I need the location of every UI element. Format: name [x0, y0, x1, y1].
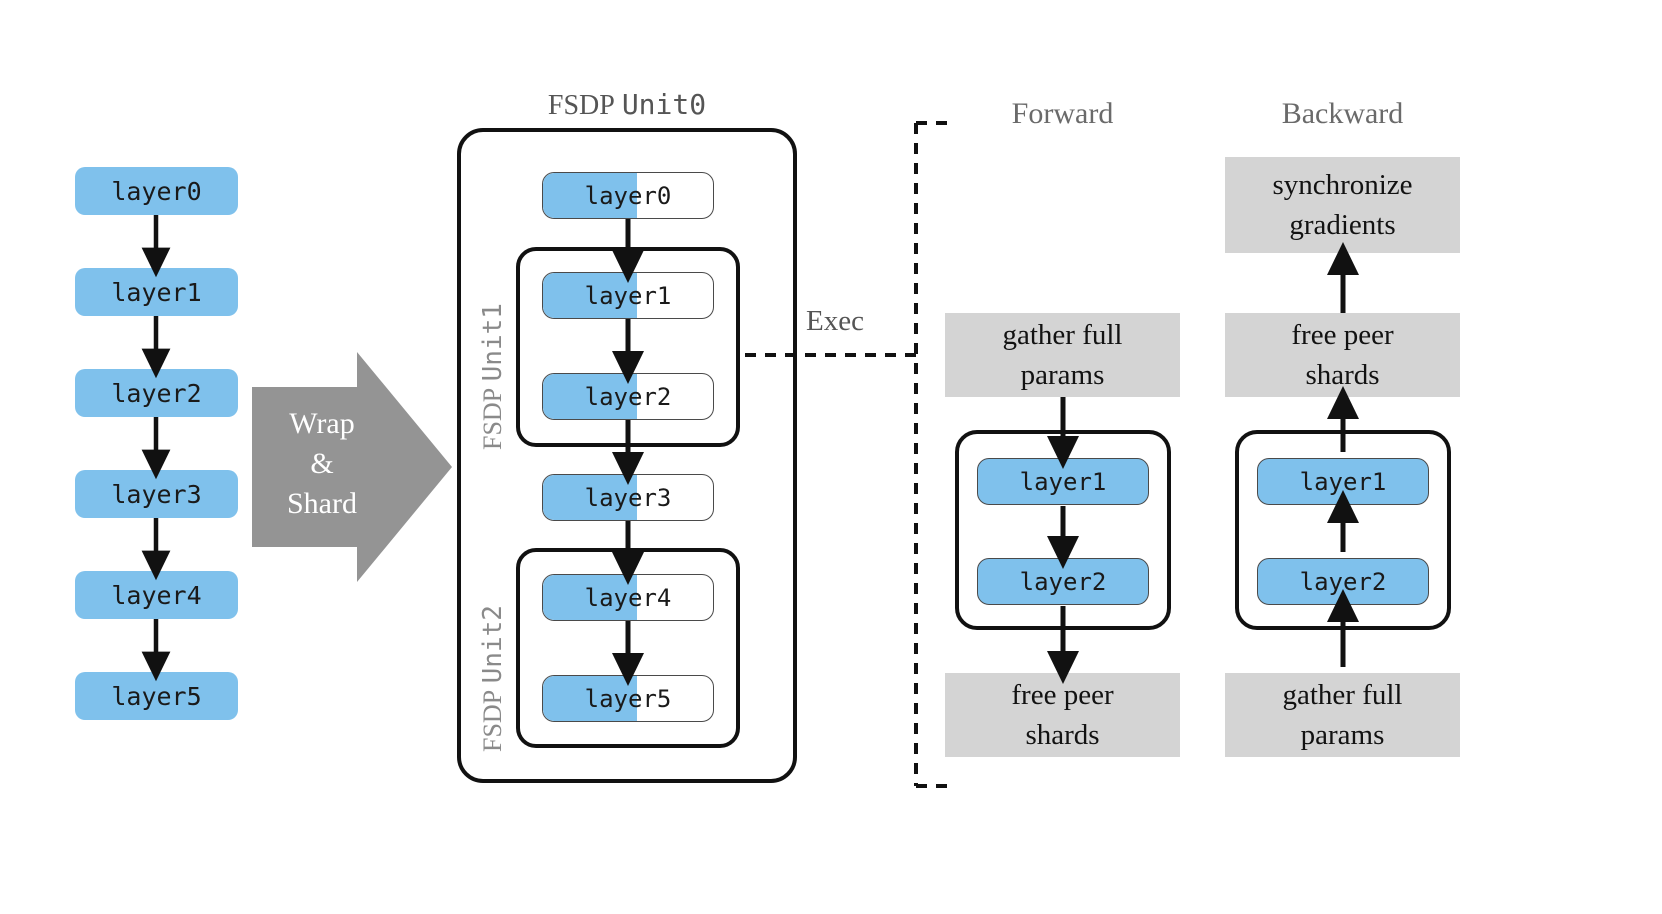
forward-gather-line-2: params	[1020, 359, 1105, 391]
exec-dashed-bracket	[745, 121, 948, 788]
fsdp-unit0-caption-serif: FSDP	[547, 90, 615, 121]
backward-sync-line-1: synchronize	[1272, 169, 1413, 201]
plain-layer-4-label: layer4	[111, 580, 202, 610]
forward-layer-1-label: layer1	[1019, 467, 1107, 496]
plain-stack-arrows	[141, 215, 171, 682]
backward-gather-line-2: params	[1300, 719, 1385, 751]
forward-column-header: Forward	[1011, 97, 1114, 130]
exec-label: Exec	[806, 305, 864, 337]
layer-0-shard	[543, 173, 637, 218]
forward-layer-2-label: layer2	[1019, 567, 1107, 596]
plain-layer-0: layer0	[75, 167, 238, 215]
fsdp-unit0-caption-mono: Unit0	[621, 88, 707, 121]
plain-layer-0-label: layer0	[111, 176, 202, 206]
wrapped-layer-2-label: layer2	[584, 382, 672, 411]
plain-layer-3: layer3	[75, 470, 238, 518]
wrapped-layer-0: layer0	[542, 172, 714, 219]
forward-free-line-2: shards	[1025, 719, 1100, 751]
backward-free-line-1: free peer	[1291, 319, 1394, 351]
backward-column-header: Backward	[1281, 97, 1404, 130]
plain-layer-1: layer1	[75, 268, 238, 316]
forward-layer-2: layer2	[977, 558, 1149, 605]
plain-layer-5-label: layer5	[111, 681, 202, 711]
plain-layer-3-label: layer3	[111, 479, 202, 509]
backward-arrows	[1326, 242, 1359, 667]
backward-gather-full-params-box: gather full params	[1225, 673, 1460, 757]
backward-synchronize-gradients-box: synchronize gradients	[1225, 157, 1460, 253]
wrapped-layer-4-label: layer4	[584, 583, 672, 612]
forward-arrows	[1047, 397, 1080, 684]
backward-free-peer-shards-box: free peer shards	[1225, 313, 1460, 397]
backward-free-line-2: shards	[1305, 359, 1380, 391]
forward-free-peer-shards-box: free peer shards	[945, 673, 1180, 757]
forward-gather-full-params-box: gather full params	[945, 313, 1180, 397]
wrapped-model-arrows	[612, 219, 645, 686]
wrap-arrow-shape	[252, 352, 452, 582]
wrapped-layer-3-label: layer3	[584, 483, 672, 512]
backward-gather-line-1: gather full	[1282, 679, 1403, 711]
forward-free-line-1: free peer	[1011, 679, 1114, 711]
forward-gather-line-1: gather full	[1002, 319, 1123, 351]
backward-sync-line-2: gradients	[1289, 209, 1396, 241]
fsdp-unit0-caption: FSDP Unit0	[457, 88, 797, 122]
wrapped-layer-5-label: layer5	[584, 684, 672, 713]
wrapped-layer-0-label: layer0	[584, 181, 672, 210]
wrapped-layer-1-label: layer1	[584, 281, 672, 310]
fsdp-unit0-box	[457, 128, 797, 783]
plain-layer-1-label: layer1	[111, 277, 202, 307]
plain-layer-2-label: layer2	[111, 378, 202, 408]
